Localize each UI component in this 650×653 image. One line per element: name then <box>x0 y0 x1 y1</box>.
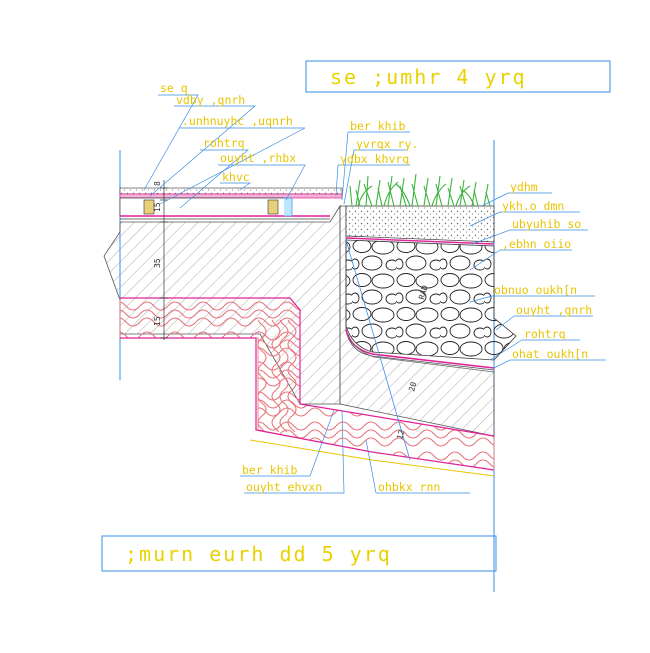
vertical-dimension: 8 15 35 15 <box>153 180 168 340</box>
membrane-lower <box>120 337 495 471</box>
dim-slope-1: RAD <box>417 284 429 300</box>
title-top-text: se ;umhr 4 yrq <box>330 65 527 89</box>
label-bottom-1: ber khib <box>242 463 297 477</box>
label-top-3: ydbx khvrq <box>340 152 409 166</box>
label-left-2: vdby ,gnrh <box>176 93 245 107</box>
leaders-top <box>335 131 410 205</box>
dim-left-2: 15 <box>153 202 162 212</box>
label-left-3: .unhnuyhc ,uqnrh <box>182 114 293 128</box>
label-left-4: rohtrq <box>203 136 245 150</box>
membrane-upper <box>120 297 495 437</box>
label-bottom-2: ouyht ehvxn <box>246 480 322 494</box>
label-left-1: se q <box>160 81 188 95</box>
dim-left-1: 8 <box>153 181 162 186</box>
label-top-2: yvrqx ry. <box>356 137 418 151</box>
grass-layer <box>349 173 491 207</box>
label-left-5: ouyht ,rhbx <box>220 151 296 165</box>
label-right-5: obnuo oukh[n <box>494 283 577 297</box>
title-box-top: se ;umhr 4 yrq <box>305 60 611 93</box>
soil-layer <box>345 205 495 243</box>
dim-slope-3: 12 <box>395 429 406 441</box>
label-right-1: ydhm <box>510 180 538 194</box>
finish-line <box>249 439 495 477</box>
slope-dimension-line <box>345 239 411 461</box>
label-left-6: khvc <box>222 170 250 184</box>
label-right-6: ouyht ,gnrh <box>516 303 592 317</box>
leaders-left <box>143 94 306 209</box>
leaders-bottom <box>240 409 470 494</box>
label-right-7: rohtrq <box>524 327 566 341</box>
dim-slope-2: 20 <box>407 381 418 393</box>
label-top-1: ber khib <box>350 119 405 133</box>
label-right-3: ubyuhib so <box>512 217 581 231</box>
dim-left-4: 15 <box>153 316 162 326</box>
title-bottom-text: ;murn eurh dd 5 yrq <box>125 542 392 566</box>
label-right-2: ykh.o dmn <box>502 199 564 213</box>
leaders-right <box>469 192 606 369</box>
label-bottom-3: ohbkx rnn <box>378 480 440 494</box>
drainage-stones <box>345 239 517 361</box>
dim-left-3: 35 <box>153 258 162 268</box>
title-box-bottom: ;murn eurh dd 5 yrq <box>101 535 497 572</box>
filter-fabric <box>345 237 495 245</box>
label-right-8: ohat oukh[n <box>512 347 588 361</box>
label-right-4: ,ebhn oiio <box>502 237 571 251</box>
insulation-vertical <box>258 320 298 432</box>
